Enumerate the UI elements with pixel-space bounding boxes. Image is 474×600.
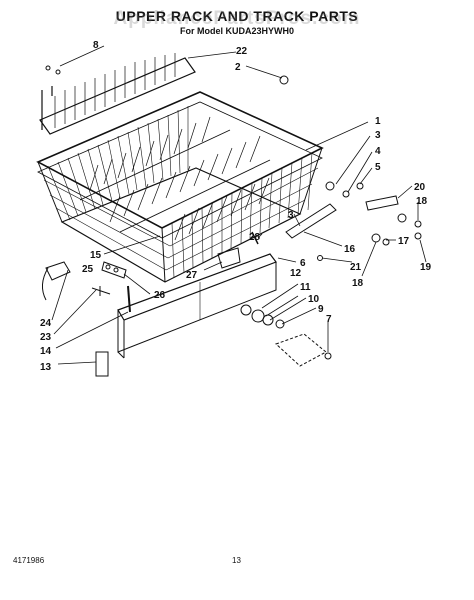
callout-18: 18 (416, 196, 428, 207)
callout-6: 6 (300, 258, 306, 269)
document-number: 4171986 (13, 556, 45, 565)
callout-1: 1 (375, 116, 381, 127)
callout-8: 8 (93, 40, 99, 51)
callout-3: 3 (375, 130, 381, 141)
callout-23: 23 (40, 332, 52, 343)
callout-25: 25 (82, 264, 94, 275)
callout-22: 22 (236, 46, 248, 57)
callout-21: 21 (350, 262, 362, 273)
watermark: AppliancePartsPros.com (113, 8, 361, 29)
leader-lines (51, 45, 427, 365)
model-subtitle: For Model KUDA23HYWH0 (179, 26, 294, 36)
callout-4: 4 (375, 146, 381, 157)
callout-11: 11 (300, 282, 311, 293)
page-number: 13 (232, 556, 241, 565)
dish-rack-basket (36, 91, 324, 283)
callout-3b: 3 (288, 210, 294, 221)
callout-5: 5 (375, 162, 381, 173)
callout-9: 9 (318, 304, 324, 315)
callout-10: 10 (308, 294, 320, 305)
cup-shelf-tines (39, 53, 196, 135)
small-hardware (42, 75, 422, 377)
track-rail (117, 253, 277, 359)
callout-labels: 8 22 2 1 3 4 5 20 18 3 16 17 19 21 18 28… (40, 40, 432, 373)
callout-16: 16 (344, 244, 356, 255)
callout-26: 26 (154, 290, 166, 301)
callout-19: 19 (420, 262, 432, 273)
callout-2: 2 (235, 62, 241, 73)
callout-14: 14 (40, 346, 52, 357)
callout-24: 24 (40, 318, 52, 329)
callout-17: 17 (398, 236, 410, 247)
callout-28: 28 (249, 232, 261, 243)
callout-12: 12 (290, 268, 302, 279)
callout-13: 13 (40, 362, 52, 373)
callout-7: 7 (326, 314, 332, 325)
callout-15: 15 (90, 250, 102, 261)
callout-20: 20 (414, 182, 426, 193)
callout-27: 27 (186, 270, 198, 281)
diagram-title: UPPER RACK AND TRACK PARTS (115, 8, 359, 24)
callout-18b: 18 (352, 278, 364, 289)
